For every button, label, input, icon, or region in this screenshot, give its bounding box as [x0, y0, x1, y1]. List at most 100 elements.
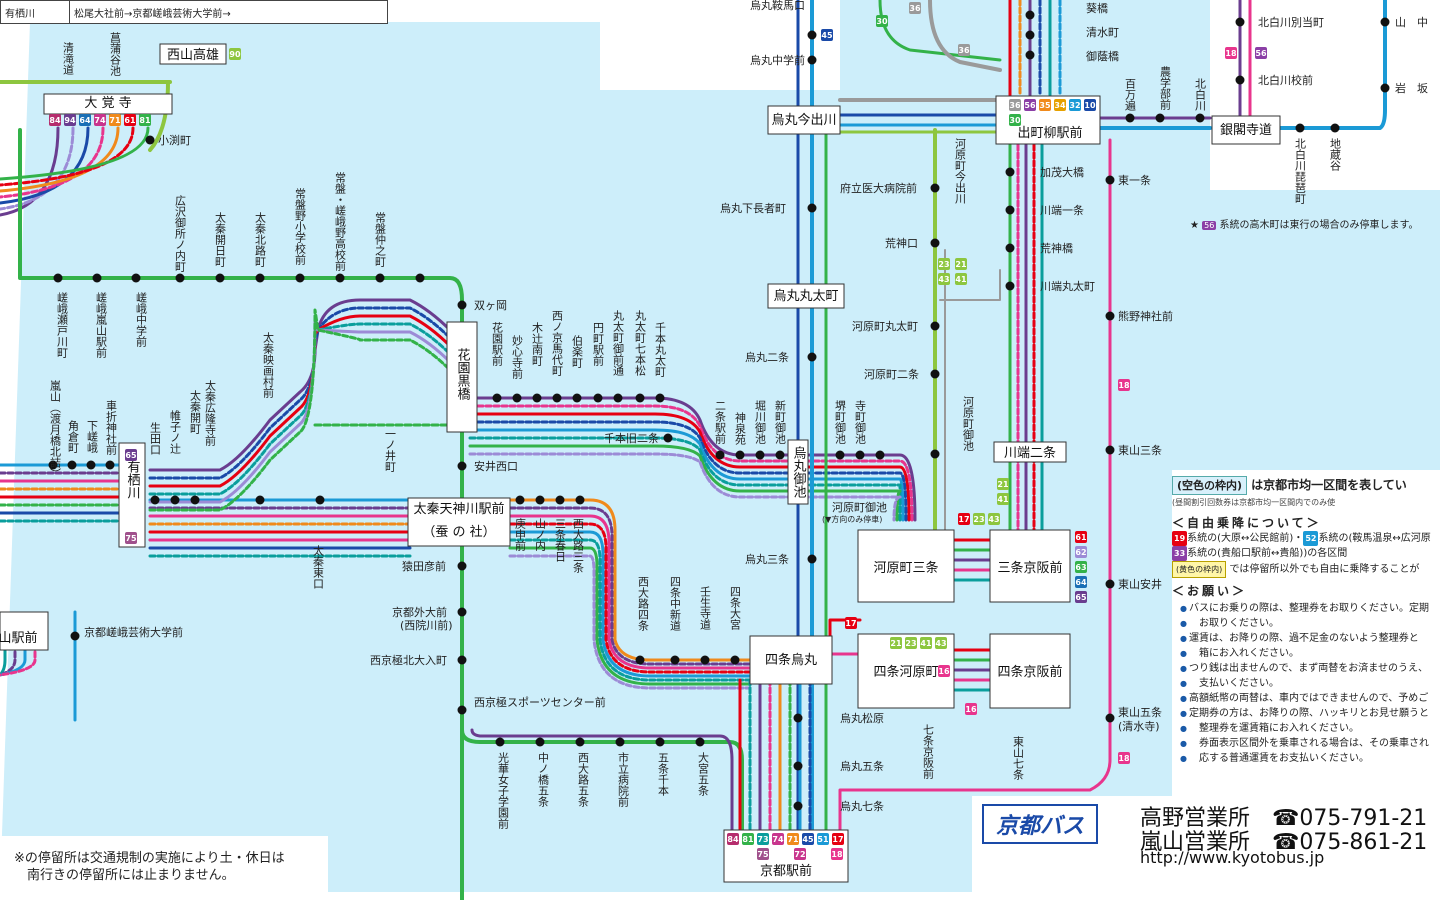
legend-cell-b: 松尾大社前→京都嵯峨芸術大学前→ — [69, 0, 388, 24]
stop-dot — [170, 495, 180, 505]
stop-label: 山 中 — [1395, 16, 1428, 29]
route-badge — [1075, 591, 1087, 603]
stop-dot — [663, 433, 673, 443]
stop-label: 西京極スポーツセンター前 — [474, 695, 606, 709]
hub-box — [43, 93, 173, 115]
route-line — [508, 530, 752, 678]
route-badge — [229, 48, 241, 60]
route-badge-number: 43 — [938, 275, 949, 284]
route-badge — [727, 833, 739, 845]
stop-label: 加茂大橋 — [1040, 165, 1084, 179]
stop-label: 烏丸二条 — [745, 350, 789, 364]
route-badge-number: 30 — [876, 17, 888, 26]
footnote-line-2: 南行きの停留所には止まりません。 — [14, 868, 235, 883]
route-badge-number: 43 — [988, 515, 999, 524]
stop-dot — [1380, 17, 1390, 27]
stop-dot — [1155, 113, 1165, 123]
route-badge-number: 23 — [905, 639, 916, 648]
requests-title: ＜お願い＞ — [1172, 584, 1248, 598]
route-badge-number: 81 — [742, 835, 754, 844]
route-badge — [109, 114, 121, 126]
hub-box — [767, 283, 845, 309]
stop-dot — [53, 273, 63, 283]
route-badge-number: 41 — [955, 275, 967, 284]
route-badge — [64, 114, 76, 126]
stop-label-vertical: 北白川琵琶町 — [1294, 138, 1307, 204]
stop-dot — [190, 495, 200, 505]
route-line — [939, 269, 1001, 301]
route-line — [18, 128, 464, 900]
stop-label: 荒神口 — [885, 236, 918, 250]
stop-dot — [1295, 123, 1305, 133]
stop-label-vertical: 西ノ京馬代町 — [551, 310, 564, 376]
stop-dot — [67, 460, 77, 470]
route-badge-number: 71 — [109, 116, 121, 125]
stop-dot — [807, 554, 817, 564]
stop-label: 烏丸鞍馬口 — [750, 0, 805, 12]
route-badge — [988, 513, 1000, 525]
stop-label-vertical: 壬生寺道 — [699, 586, 712, 630]
legend-table: 有栖川 松尾大社前→京都嵯峨芸術大学前→ — [0, 0, 388, 24]
stop-label: 川端一条 — [1040, 203, 1084, 217]
stop-label-vertical: 西大路三条 — [572, 518, 585, 573]
stop-label: 烏丸三条 — [745, 552, 789, 566]
route-badge-number: 72 — [794, 850, 805, 859]
stop-dot — [635, 655, 645, 665]
route-badge — [124, 114, 136, 126]
route-badge-number: 17 — [832, 835, 843, 844]
route-badge-number: 74 — [94, 116, 106, 125]
hub-label: 有栖川 — [125, 460, 141, 499]
route-badge-number: 21 — [997, 480, 1009, 489]
stop-dot — [457, 705, 467, 715]
route-line — [468, 452, 902, 522]
route-badge — [1075, 546, 1087, 558]
stop-label-vertical: 百万遍 — [1124, 78, 1137, 111]
route-badge — [1118, 379, 1130, 391]
stop-label-vertical: 車折神社前 — [105, 399, 118, 456]
stop-label-vertical: 二条駅前 — [714, 400, 727, 445]
route-badge-number: 21 — [955, 260, 967, 269]
stop-label: 西京極北大入町 — [370, 653, 447, 667]
free-text-2: 系統の(貴船口駅前↔貴船))の各区間 — [1187, 548, 1348, 559]
stop-dot — [855, 450, 865, 460]
stop-label: 東山三条 — [1118, 443, 1162, 457]
stop-label: 河原町御池 — [832, 500, 887, 514]
route-line — [0, 618, 37, 677]
stop-label-vertical: 太秦開日町 — [214, 212, 227, 267]
stop-label-vertical: 大宮五条 — [697, 751, 710, 796]
fare-zone-sub: (昼間割引回数券は京都市均一区間内でのみ使 — [1172, 498, 1336, 507]
route-badge-number: 41 — [920, 639, 932, 648]
route-badge-number: 65 — [125, 451, 137, 460]
hub-label: 山駅前 — [0, 630, 38, 646]
stop-dot — [1005, 243, 1015, 253]
stop-dot — [1105, 579, 1115, 589]
stop-label: 川端丸太町 — [1040, 280, 1095, 293]
route-badge — [1084, 99, 1096, 111]
stop-dot — [1105, 311, 1115, 321]
route-badge — [831, 848, 843, 860]
route-badge — [955, 258, 967, 270]
stop-dot — [1005, 167, 1015, 177]
route-line — [928, 0, 1002, 72]
stop-dot — [735, 450, 745, 460]
stop-label-vertical: 伯楽町 — [571, 334, 584, 368]
route-badge-number: 36 — [958, 46, 970, 55]
stop-label-vertical: 農学部前 — [1159, 65, 1172, 111]
legend-row: 有栖川 松尾大社前→京都嵯峨芸術大学前→ — [0, 0, 388, 24]
route-badge-number: 10 — [1084, 101, 1096, 110]
stop-label-vertical: 河原町御池 — [962, 396, 975, 451]
route-badge — [997, 493, 1009, 505]
website-link[interactable]: http://www.kyotobus.jp — [1140, 848, 1325, 867]
stop-dot — [807, 55, 817, 65]
stop-label-vertical: 四条中新道 — [669, 576, 682, 631]
route-badge-number: 56 — [1024, 101, 1036, 110]
request-item: 箱にお入れください。 — [1180, 646, 1440, 661]
stop-label-vertical: 堺町御池 — [834, 400, 847, 444]
hub-label: 川端二条 — [1004, 445, 1056, 461]
route-badge — [794, 848, 806, 860]
stop-dot — [295, 273, 305, 283]
stop-dot — [1025, 30, 1035, 40]
hub-boxes: 大 覚 寺烏丸今出川烏丸丸太町出町柳駅前銀閣寺道花園黒橋有栖川太秦天神川駅前（蚕… — [0, 43, 1281, 883]
route-badge — [832, 833, 844, 845]
